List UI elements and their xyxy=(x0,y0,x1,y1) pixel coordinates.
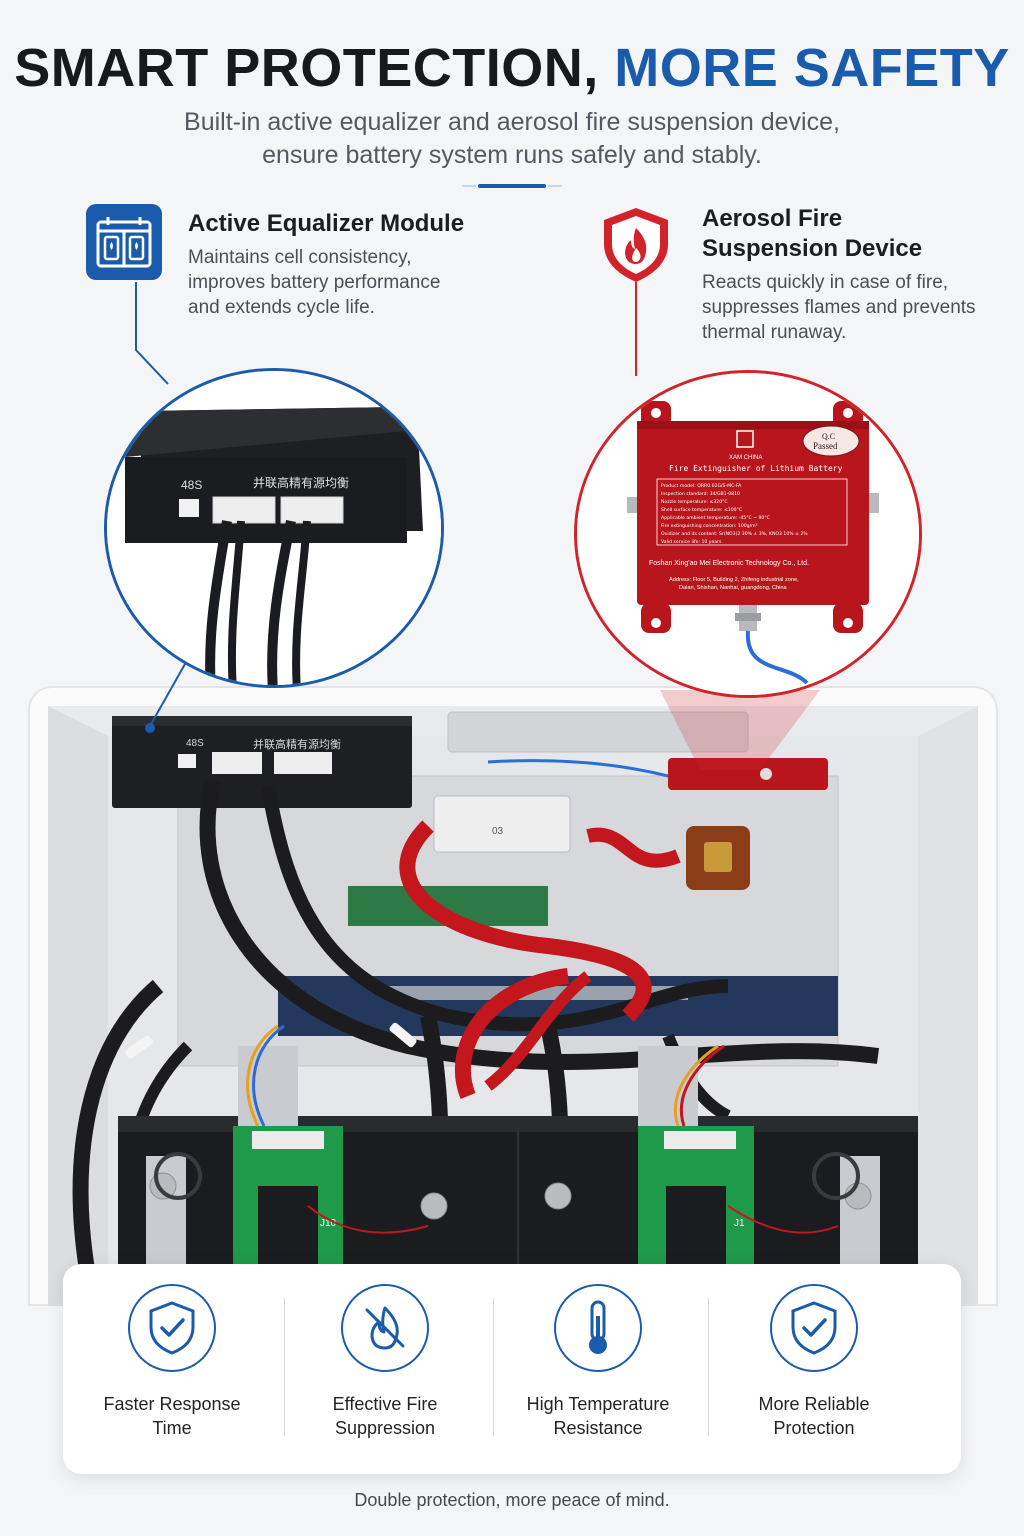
benefit-label: High Temperature Resistance xyxy=(526,1394,670,1438)
equalizer-desc-line-3: and extends cycle life. xyxy=(188,297,375,318)
spec-line-6: Fire extinguishing concentration: 100g/m… xyxy=(661,523,758,529)
fire-title-line-1: Aerosol Fire xyxy=(702,205,843,232)
benefit-fire-suppression: Effective Fire Suppression xyxy=(278,1264,492,1474)
subtitle-line-2: ensure battery system runs safely and st… xyxy=(262,141,762,169)
benefit-high-temperature: High Temperature Resistance xyxy=(491,1264,705,1474)
fire-device-address-2: Dalan, Shishan, Nanhai, guangdong, China xyxy=(679,585,787,591)
fire-device-company: Foshan Xing'ao Mei Electronic Technology… xyxy=(649,560,809,567)
benefits-card: Faster Response Time Effective Fire Supp… xyxy=(63,1264,961,1474)
title-divider xyxy=(462,184,562,188)
benefit-label: More Reliable Protection xyxy=(758,1394,870,1438)
thermometer-icon xyxy=(554,1284,642,1372)
equalizer-zoom-view: 48S 并联高精有源均衡 xyxy=(104,368,444,688)
fire-device-label-title: Fire Extinguisher of Lithium Battery xyxy=(669,464,843,473)
battery-cabinet: 48S 并联高精有源均衡 03 xyxy=(28,686,998,1306)
relay-label: 03 xyxy=(492,826,504,837)
benefit-faster-response: Faster Response Time xyxy=(65,1264,279,1474)
fire-brand: XAM CHINA xyxy=(729,455,762,461)
benefit-label: Effective Fire Suppression xyxy=(332,1394,438,1438)
battery-cells-icon xyxy=(86,204,162,280)
qc-badge-line-1: Q.C xyxy=(822,432,835,441)
fire-device-address-1: Address: Floor 5, Building 2, Zhifeng in… xyxy=(669,577,799,583)
benefit-reliable-protection: More Reliable Protection xyxy=(707,1264,921,1474)
cabinet-chinese-label: 并联高精有源均衡 xyxy=(253,737,341,751)
fire-desc-line-1: Reacts quickly in case of fire, xyxy=(702,272,949,293)
cabinet-48s-label: 48S xyxy=(186,738,204,749)
page-subtitle: Built-in active equalizer and aerosol fi… xyxy=(0,106,1024,172)
title-blue-part: MORE SAFETY xyxy=(614,38,1010,98)
footer-tagline: Double protection, more peace of mind. xyxy=(354,1490,670,1510)
equalizer-description: Maintains cell consistency, improves bat… xyxy=(188,245,440,320)
benefit-label: Faster Response Time xyxy=(103,1394,241,1438)
fire-device-title: Aerosol Fire Suspension Device xyxy=(702,204,922,264)
spec-line-8: Valid service life: 10 years xyxy=(661,539,722,545)
no-fire-icon xyxy=(341,1284,429,1372)
terminal-label-j1: J1 xyxy=(734,1218,745,1229)
terminal-label-j10: J10 xyxy=(320,1218,337,1229)
separator xyxy=(493,1298,494,1436)
equalizer-desc-line-1: Maintains cell consistency, xyxy=(188,247,412,268)
spec-line-2: Inspection standard: 34/GB1-0810 xyxy=(661,491,740,497)
spec-line-1: Product model: QRR0.02G/S-MC-FA xyxy=(661,483,742,489)
separator xyxy=(284,1298,285,1436)
title-dark-part: SMART PROTECTION, xyxy=(14,38,615,98)
spec-line-4: Shell surface temperature: ≤100°C xyxy=(661,507,742,513)
equalizer-chinese-label: 并联高精有源均衡 xyxy=(253,475,349,490)
fire-device-description: Reacts quickly in case of fire, suppress… xyxy=(702,270,976,345)
spec-line-5: Applicable ambient temperature: -45°C ~ … xyxy=(661,515,770,521)
shield-check-icon xyxy=(128,1284,216,1372)
equalizer-title: Active Equalizer Module xyxy=(188,210,465,237)
fire-shield-icon xyxy=(596,204,676,286)
page-title: SMART PROTECTION, MORE SAFETY xyxy=(0,38,1024,98)
spec-line-3: Nozzle temperature: ≤320°C xyxy=(661,499,728,505)
fire-title-line-2: Suspension Device xyxy=(702,235,923,262)
fire-device-zoom-view: XAM CHINA Q.C Passed Fire Extinguisher o… xyxy=(574,370,922,698)
fire-desc-line-3: thermal runaway. xyxy=(702,322,847,343)
equalizer-desc-line-2: improves battery performance xyxy=(188,272,441,293)
equalizer-48s-label: 48S xyxy=(181,478,202,492)
svg-text:Product model: QRR0.02G/S-MC-F: Product model: QRR0.02G/S-MC-FA Inspecti… xyxy=(661,483,809,545)
spec-line-7: Oxidizer and its content: Sr(NO3)2 30% ±… xyxy=(661,531,808,537)
fire-desc-line-2: suppresses flames and prevents xyxy=(702,297,976,318)
shield-check-icon xyxy=(770,1284,858,1372)
qc-badge-line-2: Passed xyxy=(813,441,838,451)
separator xyxy=(708,1298,709,1436)
subtitle-line-1: Built-in active equalizer and aerosol fi… xyxy=(184,108,840,136)
